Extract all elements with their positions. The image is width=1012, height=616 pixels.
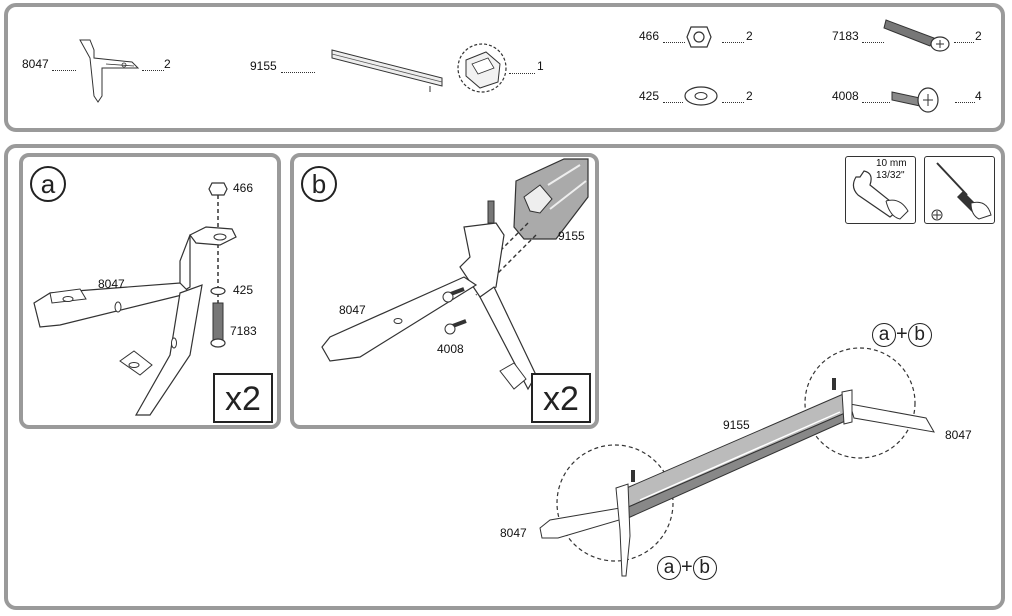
qty-466: 2 — [746, 29, 753, 43]
callout-letter-b: b — [907, 323, 932, 347]
callout-letter-a: a — [872, 323, 896, 347]
part-number-7183: 7183 — [832, 29, 859, 43]
part-number-8047: 8047 — [22, 57, 49, 71]
part-number-425: 425 — [639, 89, 660, 103]
bolt-7183-icon — [883, 19, 950, 52]
part-number-9155: 9155 — [250, 59, 277, 73]
rail-9155-icon — [331, 49, 443, 92]
callout-plus: + — [681, 556, 693, 578]
qty-4008: 4 — [975, 89, 982, 103]
qty-425: 2 — [746, 89, 753, 103]
label-9155: 9155 — [558, 229, 585, 243]
wrench-icon — [852, 170, 909, 220]
qty-8047: 2 — [164, 57, 171, 71]
callout-a-plus-b-bottom: a+b — [657, 556, 717, 580]
callout-letter-b: b — [692, 556, 717, 580]
label-7183: 7183 — [230, 324, 257, 338]
wrench-size-metric: 10 mm — [876, 158, 907, 169]
label-8047: 8047 — [98, 277, 125, 291]
callout-letter-a: a — [657, 556, 681, 580]
nut-466-icon — [686, 26, 712, 48]
label-466: 466 — [233, 181, 254, 195]
rail-profile-detail-icon — [457, 43, 507, 93]
wrench-tool-box: 10 mm 13/32" — [845, 156, 916, 224]
overview-label-8047-right: 8047 — [945, 428, 972, 442]
label-8047: 8047 — [339, 303, 366, 317]
multiplier-badge: x2 — [213, 373, 273, 423]
qty-9155: 1 — [537, 59, 544, 73]
overview-label-8047-left: 8047 — [500, 526, 527, 540]
screwdriver-tool-box — [924, 156, 995, 224]
part-number-466: 466 — [639, 29, 660, 43]
label-4008: 4008 — [437, 342, 464, 356]
multiplier-badge: x2 — [531, 373, 591, 423]
screw-4008-icon — [891, 87, 939, 113]
step-b-letter: b — [301, 166, 337, 202]
label-425: 425 — [233, 283, 254, 297]
phillips-screwdriver-icon — [931, 162, 992, 221]
step-a-bracket-illustration — [33, 182, 237, 416]
overview-label-9155: 9155 — [723, 418, 750, 432]
step-a-letter: a — [30, 166, 66, 202]
part-number-4008: 4008 — [832, 89, 859, 103]
leader-line — [52, 70, 76, 71]
callout-plus: + — [896, 323, 908, 345]
qty-7183: 2 — [975, 29, 982, 43]
step-b-rail-illustration — [321, 158, 589, 391]
washer-425-icon — [684, 86, 718, 106]
callout-a-plus-b-top: a+b — [872, 323, 932, 347]
full-assembly-illustration — [539, 347, 935, 577]
wrench-size-imperial: 13/32" — [876, 170, 905, 181]
bracket-8047-icon — [79, 39, 140, 103]
